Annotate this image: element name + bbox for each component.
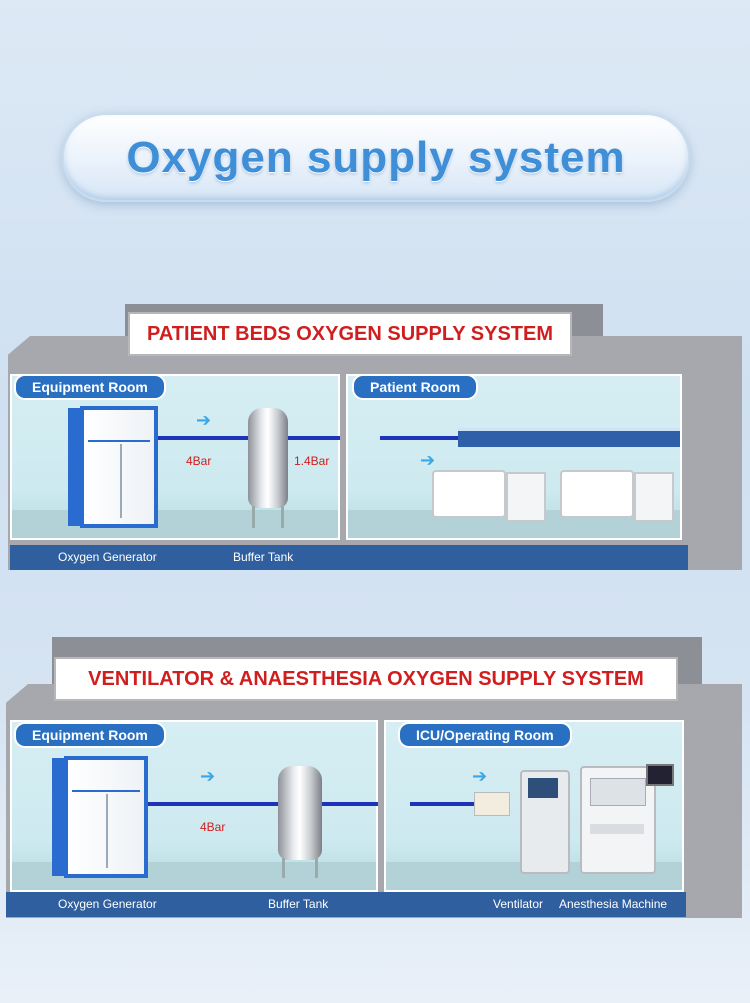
monitor-icon [646, 764, 674, 786]
caption-bar: Oxygen Generator Buffer Tank Ventilator … [6, 892, 686, 917]
flow-arrow-icon: ➔ [472, 766, 488, 786]
room-tag-label: Patient Room [370, 379, 461, 395]
flow-arrow-icon: ➔ [196, 410, 212, 430]
generator-side [52, 758, 66, 876]
caption-bar: Oxygen Generator Buffer Tank [10, 545, 688, 570]
title-banner: Oxygen supply system [62, 113, 690, 202]
tank-legs [252, 506, 284, 528]
buffer-tank-icon [248, 408, 288, 508]
caption-tank: Buffer Tank [268, 897, 329, 911]
caption-tank: Buffer Tank [233, 550, 294, 564]
flow-arrow-icon: ➔ [200, 766, 216, 786]
pressure-label: 1.4Bar [294, 454, 330, 468]
room-tag-icu: ICU/Operating Room [398, 722, 572, 748]
caption-ventilator: Ventilator [493, 897, 544, 911]
section-heading-text: PATIENT BEDS OXYGEN SUPPLY SYSTEM [146, 322, 553, 345]
anesthesia-machine-icon [580, 766, 656, 874]
room-tag-label: ICU/Operating Room [416, 727, 554, 743]
section-heading: PATIENT BEDS OXYGEN SUPPLY SYSTEM [128, 312, 572, 356]
room-tag-label: Equipment Room [32, 727, 148, 743]
hospital-bed-icon [560, 470, 634, 518]
bed-head-panel [458, 428, 680, 447]
oxygen-generator-icon [64, 756, 148, 878]
caption-generator: Oxygen Generator [58, 897, 157, 911]
section-heading: VENTILATOR & ANAESTHESIA OXYGEN SUPPLY S… [54, 657, 678, 701]
generator-side [68, 408, 82, 526]
oxygen-pipe [380, 436, 460, 440]
section-heading-text: VENTILATOR & ANAESTHESIA OXYGEN SUPPLY S… [88, 667, 644, 690]
oxygen-outlet [474, 792, 510, 816]
oxygen-pipe [148, 802, 378, 806]
room-floor [12, 510, 338, 538]
flow-arrow-icon: ➔ [420, 450, 436, 470]
bedside-cabinet [506, 472, 546, 522]
room-tag-equipment: Equipment Room [14, 374, 166, 400]
tank-legs [282, 858, 318, 878]
oxygen-pipe [410, 802, 480, 806]
room-tag-patient: Patient Room [352, 374, 479, 400]
page-title: Oxygen supply system [126, 132, 626, 182]
equipment-room [10, 374, 340, 540]
room-tag-label: Equipment Room [32, 379, 148, 395]
pressure-label: 4Bar [186, 454, 212, 468]
pressure-label: 4Bar [200, 820, 226, 834]
ventilator-icon [520, 770, 570, 874]
caption-generator: Oxygen Generator [58, 550, 157, 564]
oxygen-generator-icon [80, 406, 158, 528]
hospital-bed-icon [432, 470, 506, 518]
buffer-tank-icon [278, 766, 322, 860]
caption-anesthesia: Anesthesia Machine [559, 897, 668, 911]
bedside-cabinet [634, 472, 674, 522]
room-tag-equipment: Equipment Room [14, 722, 166, 748]
